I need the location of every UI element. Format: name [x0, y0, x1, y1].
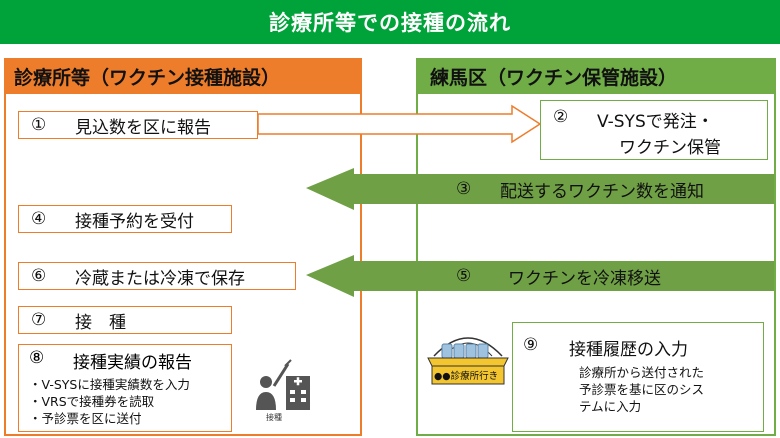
step-9-number: ⑨ — [523, 335, 539, 355]
step-6-label: 冷蔵または冷凍で保存 — [75, 268, 245, 289]
step-9-desc-2: 予診票を基に区のシス — [579, 382, 705, 397]
vaccination-icon-label: 接種 — [266, 413, 282, 422]
nerima-panel-header: 練馬区（ワクチン保管施設） — [416, 58, 776, 94]
clinic-panel-header: 診療所等（ワクチン接種施設） — [4, 58, 362, 94]
arrow-step1-to-step2 — [257, 104, 542, 144]
step-9-desc-1: 診療所から送付された — [579, 365, 705, 380]
step-1-box: ① 見込数を区に報告 — [18, 111, 258, 139]
step-8-bullet-2: ・VRSで接種券を読取 — [29, 394, 155, 409]
step-2-box: ② V-SYSで発注・ ワクチン保管 — [540, 100, 768, 160]
cooler-box-icon: ●●診療所行き — [424, 326, 512, 388]
step-2-line1: V-SYSで発注・ — [597, 112, 714, 132]
vaccination-icon: 接種 — [252, 352, 314, 426]
step-9-desc-3: テムに入力 — [579, 399, 642, 414]
step-8-bullet-1: ・V-SYSに接種実績数を入力 — [29, 377, 190, 392]
step-2-number: ② — [553, 107, 569, 127]
step-6-box: ⑥ 冷蔵または冷凍で保存 — [18, 262, 296, 290]
cooler-box-label: ●●診療所行き — [434, 371, 499, 382]
step-8-bullet-3: ・予診票を区に送付 — [29, 411, 142, 426]
step-4-box: ④ 接種予約を受付 — [18, 205, 232, 233]
step-7-label: 接 種 — [75, 312, 126, 333]
step-1-number: ① — [31, 115, 47, 135]
step-8-box: ⑧ 接種実績の報告 ・V-SYSに接種実績数を入力 ・VRSで接種券を読取 ・予… — [18, 344, 232, 432]
arrow-step3 — [306, 168, 774, 210]
arrow-step5 — [306, 255, 774, 297]
step-7-box: ⑦ 接 種 — [18, 306, 232, 334]
step-2-line2: ワクチン保管 — [619, 138, 721, 158]
step-4-label: 接種予約を受付 — [75, 211, 194, 232]
step-1-label: 見込数を区に報告 — [75, 117, 211, 138]
step-8-label: 接種実績の報告 — [73, 353, 192, 373]
step-3-label: 配送するワクチン数を通知 — [500, 181, 704, 202]
step-7-number: ⑦ — [31, 310, 47, 330]
step-4-number: ④ — [31, 209, 47, 229]
step-5-text: ⑤ ワクチンを冷凍移送 — [456, 263, 661, 289]
step-5-number: ⑤ — [456, 266, 472, 286]
step-3-number: ③ — [456, 179, 472, 199]
step-3-text: ③ 配送するワクチン数を通知 — [456, 176, 704, 202]
step-6-number: ⑥ — [31, 266, 47, 286]
step-8-number: ⑧ — [29, 348, 45, 368]
step-9-label: 接種履歴の入力 — [569, 340, 688, 360]
step-9-box: ⑨ 接種履歴の入力 診療所から送付された 予診票を基に区のシス テムに入力 — [512, 322, 764, 432]
page-title: 診療所等での接種の流れ — [0, 0, 780, 44]
step-5-label: ワクチンを冷凍移送 — [508, 268, 661, 289]
